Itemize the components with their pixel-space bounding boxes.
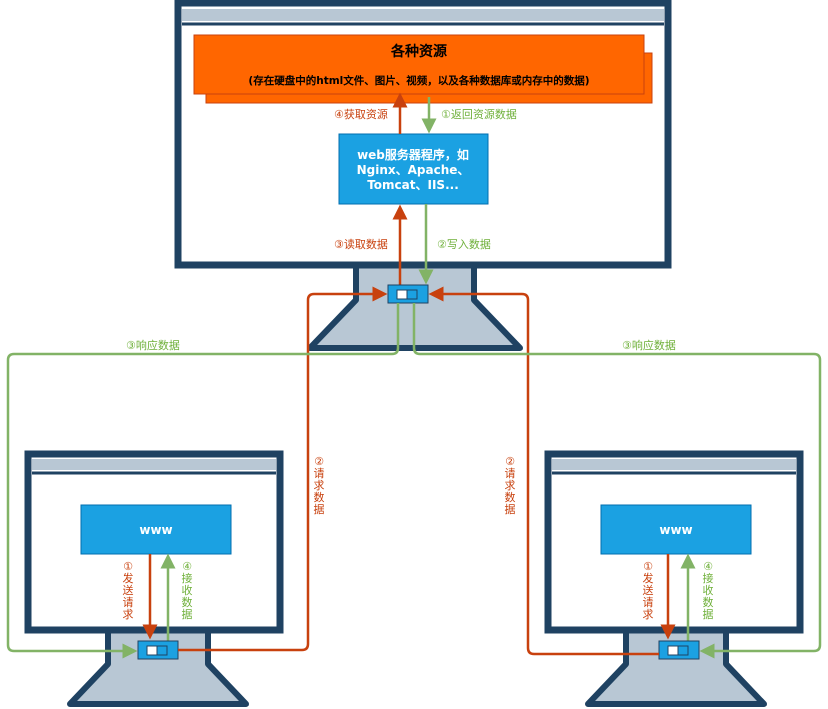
diagram-label-char: 据 <box>505 502 516 516</box>
diagram-label-char: 求 <box>314 479 325 492</box>
diagram-label-char: ② <box>505 455 515 468</box>
diagram-label-char: 数 <box>703 596 714 609</box>
right-response-line <box>412 303 822 659</box>
client-right-www-box: www <box>600 504 752 555</box>
right-request-label: ② 请 求 数 据 <box>505 455 516 516</box>
client-right-port <box>658 640 700 660</box>
diagram-label-char: 请 <box>123 596 134 609</box>
diagram-label-char: 求 <box>643 608 654 621</box>
diagram-label-char: 发 <box>123 571 134 585</box>
client-right-www-label: www <box>659 523 692 537</box>
client-left-port <box>137 640 179 660</box>
server-program-line2: Nginx、Apache、 <box>357 163 470 177</box>
client-left-www-label: www <box>139 523 172 537</box>
server-port <box>387 284 429 304</box>
diagram-label-char: 据 <box>703 607 714 621</box>
diagram-label-char: 收 <box>182 583 193 597</box>
server-monitor-titlebar <box>182 9 664 21</box>
diagram-label-char: 接 <box>182 572 193 585</box>
diagram-label-char: 送 <box>643 583 654 597</box>
read-data-label: ③读取数据 <box>334 237 388 251</box>
client-right-monitor <box>544 450 804 707</box>
diagram-label-char: 收 <box>703 583 714 597</box>
diagram-label-char: 请 <box>505 467 516 480</box>
left-respond-label: ③响应数据 <box>126 338 180 352</box>
left-response-line <box>6 303 400 659</box>
diagram-label-char: ④ <box>182 560 192 573</box>
diagram-label-char: 送 <box>123 583 134 597</box>
left-request-label: ② 请 求 数 据 <box>314 455 325 516</box>
diagram-label-char: 据 <box>314 502 325 516</box>
diagram-label-char: ① <box>643 560 653 573</box>
resources-title: 各种资源 <box>390 43 447 60</box>
left-request-line <box>178 286 388 652</box>
diagram-label-char: 求 <box>123 608 134 621</box>
write-data-label: ②写入数据 <box>437 237 491 251</box>
resources-subtitle: (存在硬盘中的html文件、图片、视频，以及各种数据库或内存中的数据) <box>248 74 589 87</box>
right-respond-label: ③响应数据 <box>622 338 676 352</box>
fetch-resource-label: ④获取资源 <box>334 107 388 121</box>
right-request-line <box>428 286 659 656</box>
diagram-label-char: ① <box>123 560 133 573</box>
diagram-label-char: 发 <box>643 571 654 585</box>
client-left-send-label: ① 发 送 请 求 <box>123 560 134 621</box>
diagram-label-char: ④ <box>703 560 713 573</box>
diagram-label-char: ② <box>314 455 324 468</box>
diagram-label-char: 数 <box>505 491 516 504</box>
client-left-monitor <box>24 450 284 707</box>
server-program-line1: web服务器程序，如 <box>357 147 469 162</box>
resources-box: 各种资源 (存在硬盘中的html文件、图片、视频，以及各种数据库或内存中的数据) <box>193 34 653 104</box>
client-left-www-box: www <box>80 504 232 555</box>
diagram-label-char: 请 <box>314 467 325 480</box>
diagram-label-char: 请 <box>643 596 654 609</box>
client-left-receive-label: ④ 接 收 数 据 <box>182 560 193 621</box>
diagram-label-char: 数 <box>182 596 193 609</box>
server-program-line3: Tomcat、IIS... <box>367 178 459 192</box>
return-resource-label: ①返回资源数据 <box>441 107 517 121</box>
diagram-label-char: 求 <box>505 479 516 492</box>
diagram-label-char: 数 <box>314 491 325 504</box>
diagram-label-char: 据 <box>182 607 193 621</box>
client-right-receive-label: ④ 接 收 数 据 <box>703 560 714 621</box>
diagram-label-char: 接 <box>703 572 714 585</box>
server-program-box: web服务器程序，如 Nginx、Apache、 Tomcat、IIS... <box>338 133 489 205</box>
client-right-send-label: ① 发 送 请 求 <box>643 560 654 621</box>
